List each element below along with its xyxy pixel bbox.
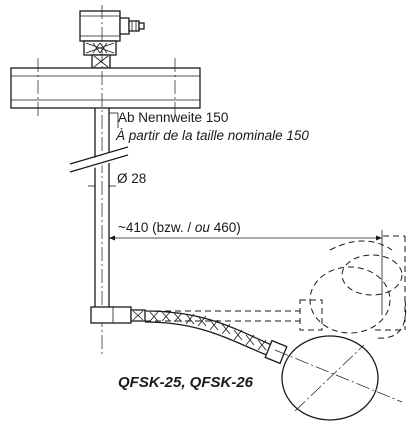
dimension-lines (88, 112, 383, 315)
length-or: ou (195, 220, 211, 235)
probe-tube (69, 5, 129, 355)
terminal-housing (79, 10, 121, 56)
float-alternate-positions (145, 235, 407, 339)
nominal-size-label-de: Ab Nennweite 150 (118, 110, 228, 125)
bottom-fitting (90, 306, 146, 324)
float-ball (274, 335, 403, 421)
model-label: QFSK-25, QFSK-26 (118, 374, 254, 391)
length-suffix: 460) (210, 220, 241, 235)
diameter-label: Ø 28 (117, 171, 146, 186)
flange (10, 58, 201, 118)
neck (91, 54, 111, 69)
nominal-size-label-fr: À partir de la taille nominale 150 (115, 128, 309, 143)
cable-gland (119, 17, 145, 35)
braided-hose (144, 310, 288, 365)
length-dimension-label: ~410 (bzw. / ou 460) (118, 220, 241, 235)
length-prefix: ~410 (bzw. / (118, 220, 195, 235)
